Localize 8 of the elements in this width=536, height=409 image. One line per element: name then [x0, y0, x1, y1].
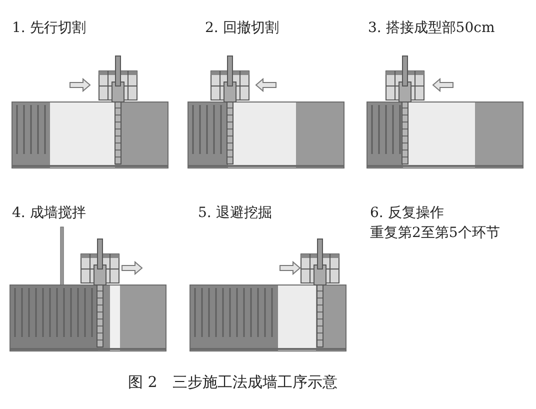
step-title: 2. 回撤切割 [205, 20, 279, 36]
step-title: 6. 反复操作 [370, 205, 444, 221]
figure-caption: 图 2 三步施工法成墙工序示意 [128, 373, 338, 391]
step-title: 5. 退避挖掘 [198, 205, 272, 221]
step-title: 4. 成墙搅拌 [12, 205, 86, 221]
step-title: 3. 搭接成型部50cm [368, 20, 495, 36]
step-note: 重复第2至第5个环节 [370, 225, 500, 241]
step-title: 1. 先行切割 [12, 20, 86, 36]
